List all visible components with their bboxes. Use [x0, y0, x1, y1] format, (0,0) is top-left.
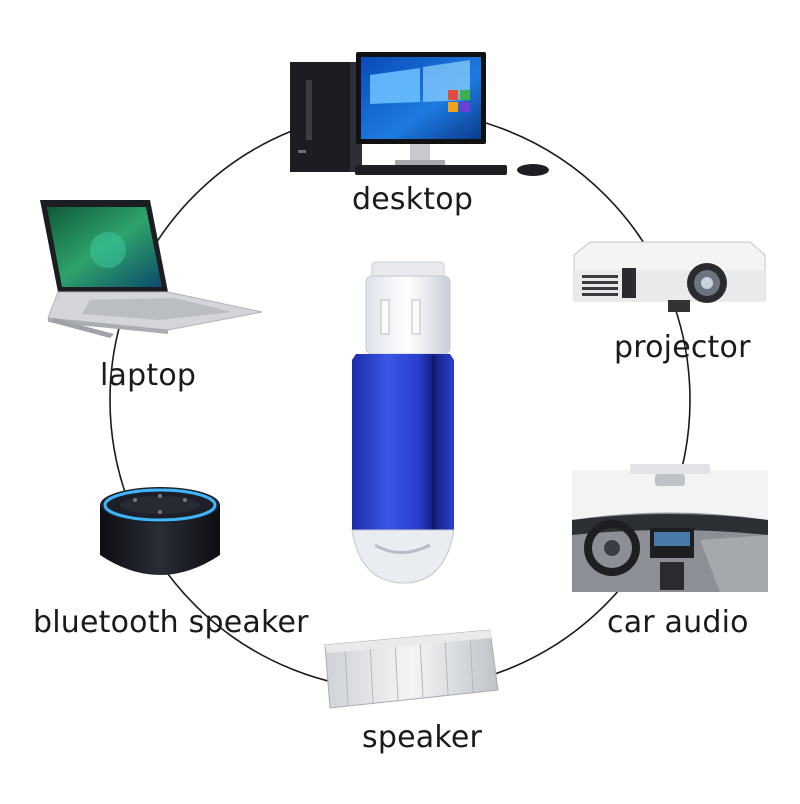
car-interior-icon [572, 464, 768, 592]
label-desktop: desktop [352, 182, 474, 217]
label-laptop: laptop [100, 358, 197, 393]
label-car-audio: car audio [607, 605, 749, 640]
laptop-icon [40, 200, 263, 338]
projector-icon [573, 241, 766, 312]
smart-speaker-icon [100, 487, 220, 575]
label-bluetooth-speaker: bluetooth speaker [33, 605, 309, 640]
label-speaker: speaker [362, 720, 483, 755]
portable-speaker-icon [324, 629, 499, 709]
label-projector: projector [614, 330, 751, 365]
usb-flash-drive-icon [351, 261, 455, 584]
desktop-computer-icon [290, 52, 549, 176]
